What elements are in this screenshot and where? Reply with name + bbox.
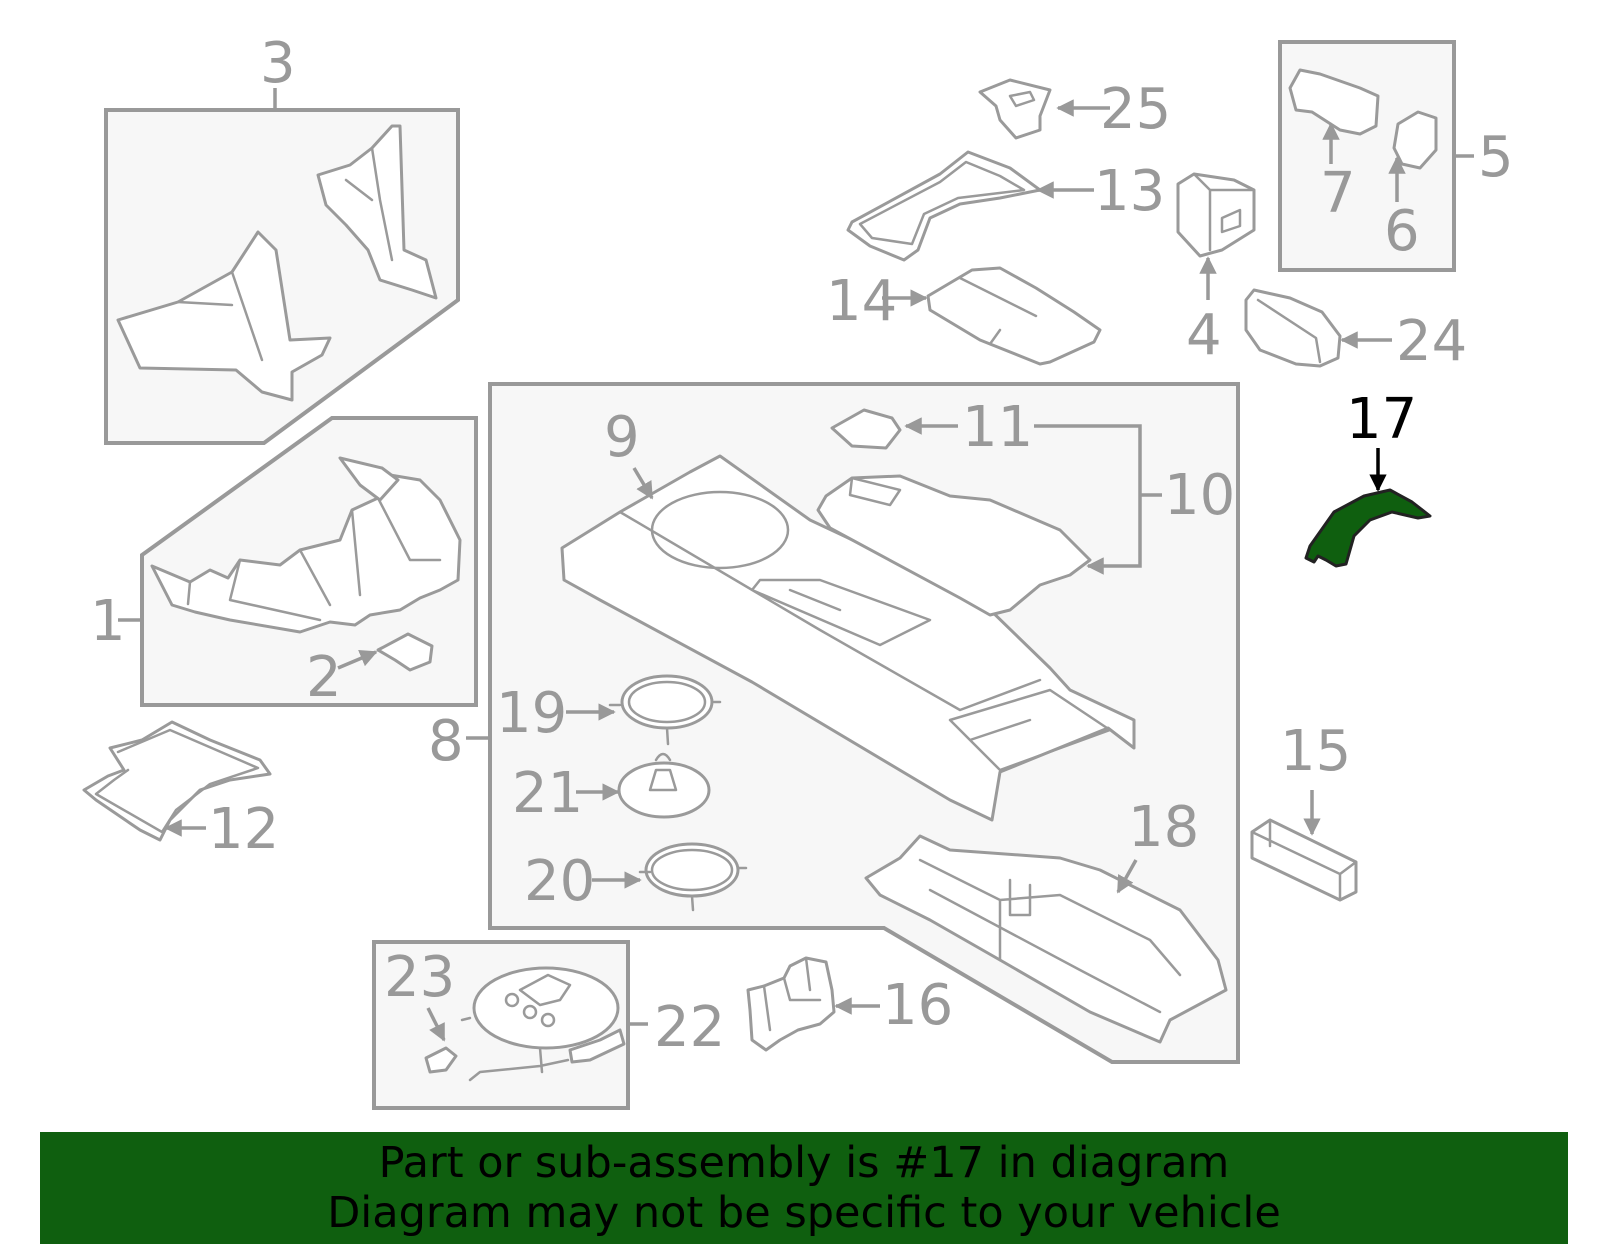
part-group-1	[118, 416, 478, 707]
part-13	[846, 150, 1042, 262]
callout-14: 14	[826, 269, 897, 334]
callout-11: 11	[962, 395, 1033, 460]
callout-25: 25	[1100, 77, 1171, 142]
callout-22: 22	[654, 995, 725, 1060]
callout-10: 10	[1164, 463, 1235, 528]
callout-21: 21	[512, 761, 583, 826]
part-group-5	[1278, 40, 1474, 272]
callout-19: 19	[496, 681, 567, 746]
part-17-highlighted[interactable]	[1304, 488, 1432, 568]
callout-23: 23	[384, 945, 455, 1010]
callout-9: 9	[604, 405, 640, 470]
callout-24: 24	[1396, 309, 1467, 374]
part-25	[978, 78, 1052, 140]
callout-3: 3	[260, 31, 296, 96]
leader-lines	[164, 99, 1392, 1042]
callout-15: 15	[1280, 719, 1351, 784]
part-12	[82, 720, 272, 842]
callout-6: 6	[1384, 199, 1420, 264]
part-4	[1176, 172, 1256, 258]
banner-line-1: Part or sub-assembly is #17 in diagram	[378, 1138, 1230, 1188]
callout-12: 12	[208, 797, 279, 862]
part-14	[926, 266, 1102, 366]
part-24	[1244, 288, 1342, 368]
callout-8: 8	[428, 709, 464, 774]
part-16	[746, 956, 836, 1052]
part-group-8	[466, 382, 1240, 1064]
part-15	[1250, 818, 1358, 902]
callout-2: 2	[306, 645, 342, 710]
part-group-3	[104, 88, 460, 445]
info-banner: Part or sub-assembly is #17 in diagram D…	[40, 1132, 1568, 1244]
callout-18: 18	[1128, 795, 1199, 860]
callout-13: 13	[1094, 159, 1165, 224]
part-group-22	[372, 940, 648, 1110]
callout-20: 20	[524, 849, 595, 914]
callout-labels: 1 2 3 4 5 6 7 8 9 10 11 12 13 14 15 16 1…	[90, 31, 1514, 1060]
callout-5: 5	[1478, 125, 1514, 190]
callout-1: 1	[90, 589, 126, 654]
callout-7: 7	[1320, 161, 1356, 226]
callout-4: 4	[1186, 303, 1222, 368]
callout-16: 16	[882, 973, 953, 1038]
banner-line-2: Diagram may not be specific to your vehi…	[327, 1188, 1281, 1238]
callout-17-highlighted: 17	[1346, 387, 1417, 452]
